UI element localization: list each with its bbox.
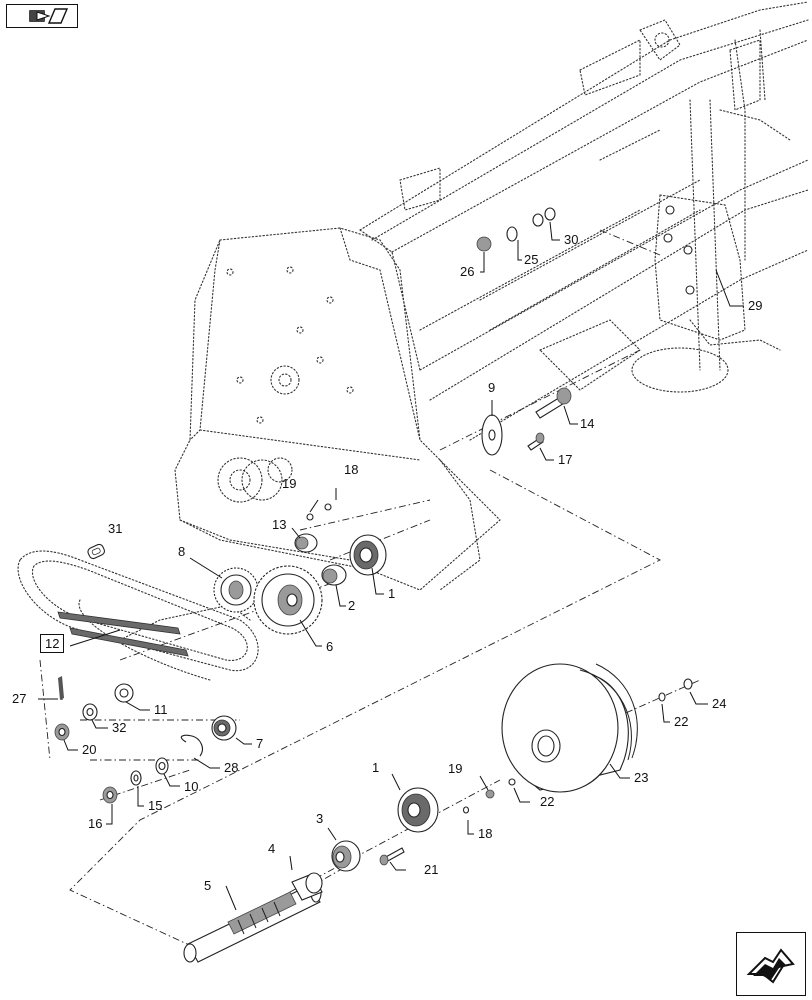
flange-1-upper: [349, 534, 387, 576]
leader-lines: [38, 221, 744, 911]
bolt-14: [535, 387, 572, 419]
callout-5: 5: [204, 878, 212, 893]
callout-22-lower: 22: [540, 794, 555, 809]
nut-16: [102, 786, 118, 804]
callout-15: 15: [148, 798, 163, 813]
callout-9: 9: [488, 380, 496, 395]
bearing-3: [331, 840, 361, 872]
callout-18-upper: 18: [344, 462, 359, 477]
flange-1-lower: [397, 787, 439, 833]
keeper-31: [87, 543, 106, 560]
washer-11: [114, 683, 134, 703]
callout-21: 21: [424, 862, 439, 877]
callout-12: 12: [40, 634, 65, 653]
callout-7: 7: [256, 736, 264, 751]
callout-30: 30: [564, 232, 579, 247]
callout-14: 14: [580, 416, 595, 431]
callout-1-upper: 1: [388, 586, 396, 601]
pin-27: [58, 676, 64, 701]
callout-22-right: 22: [674, 714, 689, 729]
callout-8: 8: [178, 544, 186, 559]
bearing-13: [294, 533, 318, 553]
callout-23: 23: [634, 770, 649, 785]
callout-3: 3: [316, 811, 324, 826]
bolt-17: [527, 432, 545, 451]
nut-20: [54, 723, 70, 741]
callout-28: 28: [224, 760, 239, 775]
callout-18-lower: 18: [478, 826, 493, 841]
sprocket-small: [213, 567, 259, 613]
callout-26: 26: [460, 264, 475, 279]
callout-16: 16: [88, 816, 103, 831]
nut-washers-25-26-30: [476, 207, 556, 252]
callout-19-lower: 19: [448, 761, 463, 776]
callout-1-lower: 1: [372, 760, 380, 775]
washer-10: [155, 757, 169, 775]
callout-25: 25: [524, 252, 539, 267]
callout-6: 6: [326, 639, 334, 654]
washer-9: [481, 414, 503, 456]
back-to-index-button[interactable]: [6, 4, 78, 28]
callout-10: 10: [184, 779, 199, 794]
callout-32: 32: [112, 720, 127, 735]
callout-2: 2: [348, 598, 356, 613]
callout-20: 20: [82, 742, 97, 757]
bearing-2: [321, 564, 347, 586]
callout-31: 31: [108, 521, 123, 536]
callout-27: 27: [12, 691, 27, 706]
spacer-4: [291, 872, 323, 901]
pulley-23: [501, 663, 638, 793]
callout-17: 17: [558, 452, 573, 467]
frame-assembly: [174, 1, 809, 591]
callout-24: 24: [712, 696, 727, 711]
next-page-button[interactable]: [736, 932, 806, 996]
callout-13: 13: [272, 517, 287, 532]
shaft-5: [183, 883, 322, 963]
pin-19-upper: [306, 503, 332, 521]
callout-19-upper: 19: [282, 476, 297, 491]
callout-11: 11: [154, 702, 168, 717]
sprocket-large: [253, 565, 323, 635]
washer-32: [82, 703, 98, 721]
next-page-arrow-icon: [746, 948, 795, 984]
pin-18-19-22-lower: [462, 678, 693, 814]
bolt-21: [379, 847, 405, 866]
parts-catalog-back-icon: [29, 8, 69, 24]
callout-4: 4: [268, 841, 276, 856]
washer-15: [130, 770, 142, 786]
callout-29: 29: [748, 298, 763, 313]
drive-chain: [17, 550, 259, 681]
snap-ring-28: [180, 734, 203, 757]
bearing-7: [211, 715, 237, 741]
